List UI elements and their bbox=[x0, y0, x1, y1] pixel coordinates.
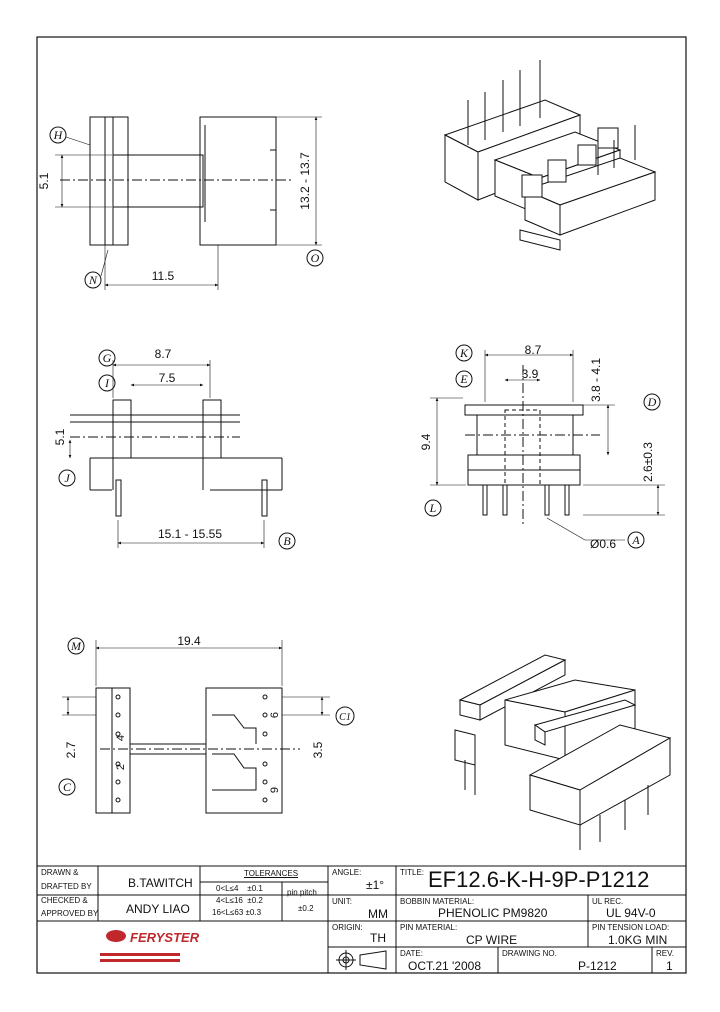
company-logo: FERYSTER bbox=[100, 930, 200, 962]
callout-l: L bbox=[429, 501, 437, 515]
callout-c1: C1 bbox=[339, 712, 351, 723]
angle-label: ANGLE: bbox=[332, 868, 362, 877]
isometric-view-bottom bbox=[454, 654, 672, 850]
dim-front-length: 11.5 bbox=[152, 269, 175, 283]
projection-symbol-icon bbox=[336, 950, 387, 970]
bobbin-value: PHENOLIC PM9820 bbox=[438, 906, 548, 920]
ul-label: UL REC. bbox=[592, 897, 624, 906]
unit-label: UNIT: bbox=[332, 897, 352, 906]
approved-label: APPROVED BY bbox=[41, 909, 99, 918]
dim-pin-dia: Ø0.6 bbox=[590, 537, 616, 551]
title-value: EF12.6-K-H-9P-P1212 bbox=[428, 867, 650, 892]
date-value: OCT.21 '2008 bbox=[408, 959, 482, 973]
checked-label: CHECKED & bbox=[41, 896, 88, 905]
dim-side-inner: 7.5 bbox=[159, 371, 176, 385]
ul-value: UL 94V-0 bbox=[606, 906, 656, 920]
date-label: DATE: bbox=[400, 949, 423, 958]
callout-o: O bbox=[311, 251, 320, 265]
dim-bottom-pitch-left: 2.7 bbox=[64, 741, 78, 758]
dim-end-pin-len: 2.6±0.3 bbox=[641, 442, 655, 482]
dim-end-height: 9.4 bbox=[419, 433, 433, 450]
origin-value: TH bbox=[370, 931, 386, 945]
pin-number-left-a: 4 bbox=[115, 735, 127, 741]
drafted-value: B.TAWITCH bbox=[128, 876, 193, 890]
dim-end-flange: 3.8 - 4.1 bbox=[589, 358, 603, 402]
bottom-view bbox=[58, 637, 355, 814]
callout-i: I bbox=[104, 376, 110, 390]
dim-side-width: 8.7 bbox=[155, 347, 172, 361]
drawing-no-value: P-1212 bbox=[578, 959, 617, 973]
title-label: TITLE: bbox=[400, 868, 425, 877]
callout-g: G bbox=[103, 351, 112, 365]
pin-pitch-value: ±0.2 bbox=[298, 904, 314, 913]
dim-side-height: 5.1 bbox=[53, 428, 67, 445]
callout-h: H bbox=[53, 128, 64, 142]
tolerance-row-3: 16<L≤63 ±0.3 bbox=[212, 908, 262, 917]
callout-n: N bbox=[88, 273, 98, 287]
drawing-no-label: DRAWING NO. bbox=[502, 949, 557, 958]
pin-material-value: CP WIRE bbox=[466, 933, 518, 947]
pin-number-left-b: 2 bbox=[115, 764, 127, 770]
callout-e: E bbox=[459, 372, 468, 386]
dim-bottom-pitch-right: 3.5 bbox=[311, 741, 325, 758]
dim-front-height: 5.1 bbox=[37, 172, 51, 189]
dim-bottom-length: 19.4 bbox=[177, 634, 201, 648]
dim-end-inner: 3.9 bbox=[522, 367, 539, 381]
angle-value: ±1° bbox=[366, 878, 385, 892]
bobbin-label: BOBBIN MATERIAL: bbox=[400, 897, 475, 906]
pin-pitch-label: pin pitch bbox=[287, 888, 317, 897]
pin-tension-label: PIN TENSION LOAD: bbox=[592, 923, 670, 932]
drawn-label: DRAWN & bbox=[41, 868, 79, 877]
tolerance-row-2: 4<L≤16 ±0.2 bbox=[216, 896, 263, 905]
approved-value: ANDY LIAO bbox=[126, 902, 190, 916]
tolerance-row-1: 0<L≤4 ±0.1 bbox=[216, 884, 263, 893]
side-view bbox=[58, 349, 296, 550]
rev-value: 1 bbox=[666, 959, 673, 973]
dim-front-flange: 13.2 - 13.7 bbox=[298, 152, 312, 210]
svg-text:FERYSTER: FERYSTER bbox=[130, 930, 200, 945]
rev-label: REV. bbox=[656, 949, 674, 958]
dim-side-pin-span: 15.1 - 15.55 bbox=[158, 527, 222, 541]
drafted-label: DRAFTED BY bbox=[41, 882, 92, 891]
unit-value: MM bbox=[368, 907, 388, 921]
end-view bbox=[424, 344, 665, 549]
callout-k: K bbox=[459, 346, 469, 360]
callout-b: B bbox=[283, 534, 291, 548]
pin-tension-value: 1.0KG MIN bbox=[608, 933, 668, 947]
origin-label: ORIGIN: bbox=[332, 923, 363, 932]
tolerances-label: TOLERANCES bbox=[244, 869, 299, 878]
callout-a: A bbox=[631, 533, 640, 547]
front-view bbox=[49, 116, 324, 290]
callout-d: D bbox=[647, 395, 657, 409]
callout-c: C bbox=[63, 780, 72, 794]
callout-m: M bbox=[70, 639, 82, 653]
pin-number-right-a: 6 bbox=[269, 712, 281, 718]
isometric-view-top bbox=[443, 60, 657, 251]
title-block-grid bbox=[37, 865, 686, 974]
pin-number-right-b: 9 bbox=[269, 787, 281, 793]
pin-material-label: PIN MATERIAL: bbox=[400, 923, 458, 932]
dim-end-width: 8.7 bbox=[525, 343, 542, 357]
callout-j: J bbox=[64, 471, 70, 485]
